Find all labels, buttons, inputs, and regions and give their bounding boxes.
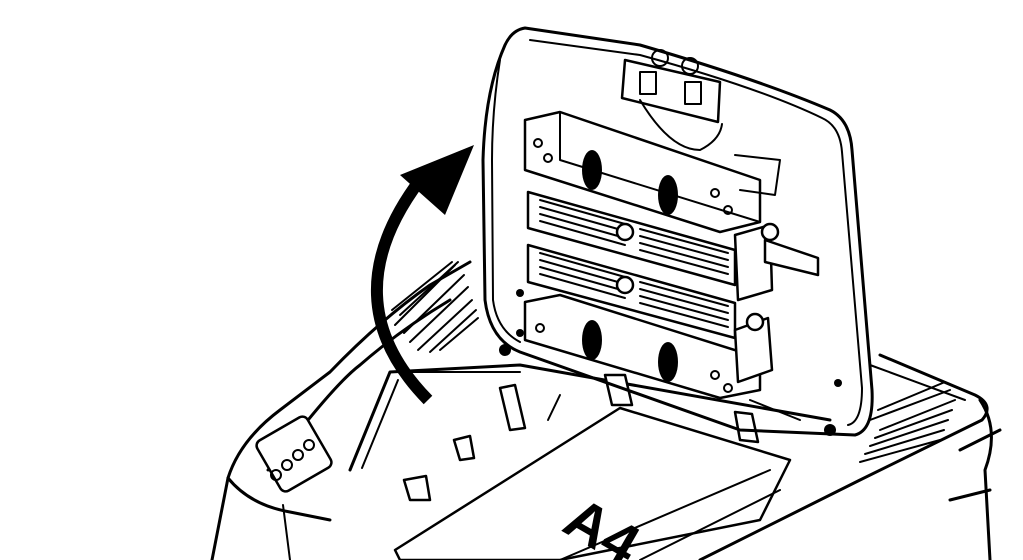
indicator-light-3 bbox=[292, 449, 304, 461]
indicator-panel bbox=[255, 415, 333, 493]
indicator-light-2 bbox=[281, 459, 293, 471]
indicator-light-4 bbox=[303, 439, 315, 451]
left-vent bbox=[391, 261, 479, 353]
open-lid-arrow bbox=[370, 145, 474, 405]
lid bbox=[481, 26, 874, 437]
right-vent bbox=[859, 381, 956, 463]
base-housing bbox=[210, 260, 1002, 560]
a4-paper-sheet: A4 bbox=[393, 406, 792, 560]
cartridge-assembly bbox=[523, 110, 820, 400]
indicator-light-1 bbox=[270, 469, 282, 481]
inner-tray bbox=[348, 363, 832, 502]
